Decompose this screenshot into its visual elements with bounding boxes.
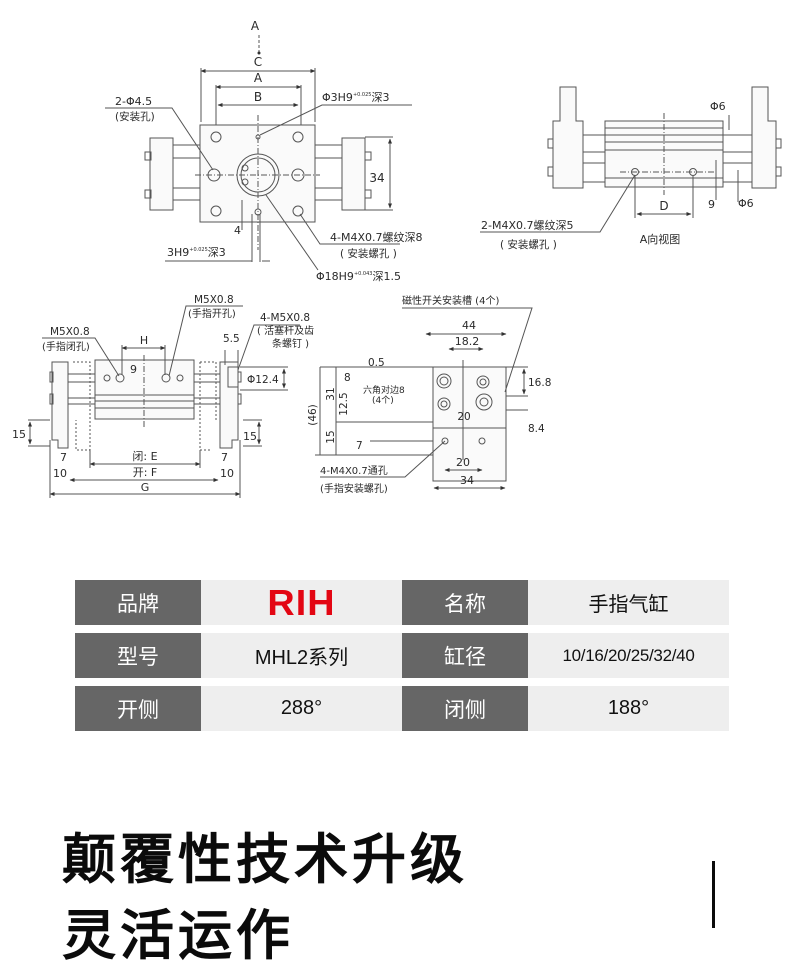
spec-label-bore: 缸径: [402, 633, 528, 678]
top-view: A C A B 34: [105, 19, 423, 283]
spec-value-model: MHL2系列: [201, 633, 402, 678]
front-view: H 9 M5X0.8 (手指闭孔) M5X0.8 (手指开孔) 4-M5X0.8…: [12, 294, 314, 498]
side-thread-label: 2-M4X0.7螺纹深5: [481, 218, 574, 232]
spec-row-brand: 品牌 RIH 名称 手指气缸: [75, 580, 729, 625]
dim-12-5-label: 12.5: [338, 392, 350, 415]
phi6-bottom-label: Φ6: [738, 197, 754, 210]
dim-34-label: 34: [369, 171, 384, 185]
technical-drawing-area: A C A B 34: [12, 19, 782, 498]
headline-line-2: 灵活运作: [62, 904, 294, 967]
dim-20-low-label: 20: [456, 456, 470, 469]
view-a-caption: A向视图: [640, 232, 681, 246]
open-port-label: M5X0.8: [194, 294, 234, 306]
spec-label-name: 名称: [402, 580, 528, 625]
finger-thread-label: 4-M4X0.7通孔: [320, 465, 388, 477]
spec-label-close-side: 闭侧: [402, 686, 528, 731]
dim-7-left-label: 7: [60, 451, 67, 464]
rod-screw-label: 4-M5X0.8: [260, 312, 310, 324]
bore-label: Φ18H9+0.043深1.5: [316, 270, 401, 283]
spec-label-open-side: 开侧: [75, 686, 201, 731]
dim-0-5-label: 0.5: [368, 357, 385, 369]
side-view-a: Φ6 Φ6 9 D 2-M4X0.7螺纹深5 ( 安装螺孔 ) A向视图: [480, 86, 782, 251]
dim-10-left-label: 10: [53, 467, 67, 480]
dim-44-label: 44: [462, 319, 476, 332]
spec-row-model: 型号 MHL2系列 缸径 10/16/20/25/32/40: [75, 633, 729, 678]
switch-slot-label: 磁性开关安装槽 (4个): [402, 294, 499, 307]
dim-20-mid-label: 20: [457, 411, 470, 423]
phi-12-4-label: Φ12.4: [247, 374, 279, 386]
dim-15-end-label: 15: [325, 430, 337, 443]
dim-4-label: 4: [234, 224, 241, 237]
dim-5-5-label: 5.5: [223, 333, 240, 345]
dimension-drawings: A C A B 34: [12, 19, 782, 498]
hex-label: 六角对边8: [363, 384, 405, 396]
view-marker-a: A: [251, 19, 260, 33]
open-port-note: (手指开孔): [188, 307, 236, 320]
dim-g-label: G: [141, 481, 150, 494]
dim-f-label: 开: F: [133, 466, 158, 479]
pin-hole-label: Φ3H9+0.025深3: [322, 91, 389, 104]
slot-label: 3H9+0.025深3: [167, 246, 226, 259]
phi6-top-label: Φ6: [710, 100, 726, 113]
finger-thread-note: (手指安装螺孔): [320, 482, 388, 495]
dim-8-4-label: 8.4: [528, 423, 545, 435]
spec-label-model: 型号: [75, 633, 201, 678]
dim-h-label: H: [140, 334, 148, 347]
mount-hole-note: (安装孔): [115, 110, 155, 123]
top-thread-note: ( 安装螺孔 ): [340, 247, 397, 260]
end-view: 磁性开关安装槽 (4个) 44 18.2 0.5 8 六角对边8 (4个) (4…: [307, 294, 551, 495]
top-thread-label: 4-M4X0.7螺纹深8: [330, 230, 423, 244]
dim-46-label: (46): [307, 404, 319, 426]
spec-value-open-side: 288°: [201, 686, 402, 731]
dim-10-right-label: 10: [220, 467, 234, 480]
dim-7-right-label: 7: [221, 451, 228, 464]
rod-screw-note-1: ( 活塞杆及齿: [257, 324, 314, 337]
headline-line-1: 颠覆性技术升级: [62, 828, 468, 891]
dim-d-label: D: [659, 199, 668, 213]
mount-hole-label: 2-Φ4.5: [115, 95, 152, 108]
dim-7-end-label: 7: [356, 440, 363, 452]
close-port-note: (手指闭孔): [42, 340, 90, 353]
dim-16-8-label: 16.8: [528, 377, 551, 389]
spec-row-angle: 开侧 288° 闭侧 188°: [75, 686, 729, 731]
dim-31-label: 31: [325, 387, 337, 400]
spec-value-name: 手指气缸: [528, 580, 729, 625]
brand-logo: RIH: [267, 581, 336, 623]
spec-value-close-side: 188°: [528, 686, 729, 731]
spec-label-brand: 品牌: [75, 580, 201, 625]
dim-15-right-label: 15: [243, 430, 257, 443]
dim-c-label: C: [254, 55, 262, 69]
rod-screw-note-2: 条螺钉 ): [272, 337, 309, 350]
dim-8-label: 8: [344, 372, 351, 384]
dim-15-left-label: 15: [12, 428, 26, 441]
headline: 颠覆性技术升级 灵活运作: [62, 822, 468, 974]
spec-value-bore: 10/16/20/25/32/40: [528, 633, 729, 678]
close-port-label: M5X0.8: [50, 326, 90, 338]
spec-value-brand: RIH: [201, 580, 402, 625]
dim-b-label: B: [254, 90, 262, 104]
dim-a-label: A: [254, 71, 263, 85]
hex-note: (4个): [372, 395, 394, 406]
dim-18-2-label: 18.2: [455, 335, 480, 348]
dim-9-front-label: 9: [130, 363, 137, 376]
accent-divider-bar: [712, 861, 715, 928]
dim-e-label: 闭: E: [132, 450, 157, 463]
side-thread-note: ( 安装螺孔 ): [500, 238, 557, 251]
dim-9-side-label: 9: [708, 198, 715, 211]
dim-34-end-label: 34: [460, 474, 474, 487]
